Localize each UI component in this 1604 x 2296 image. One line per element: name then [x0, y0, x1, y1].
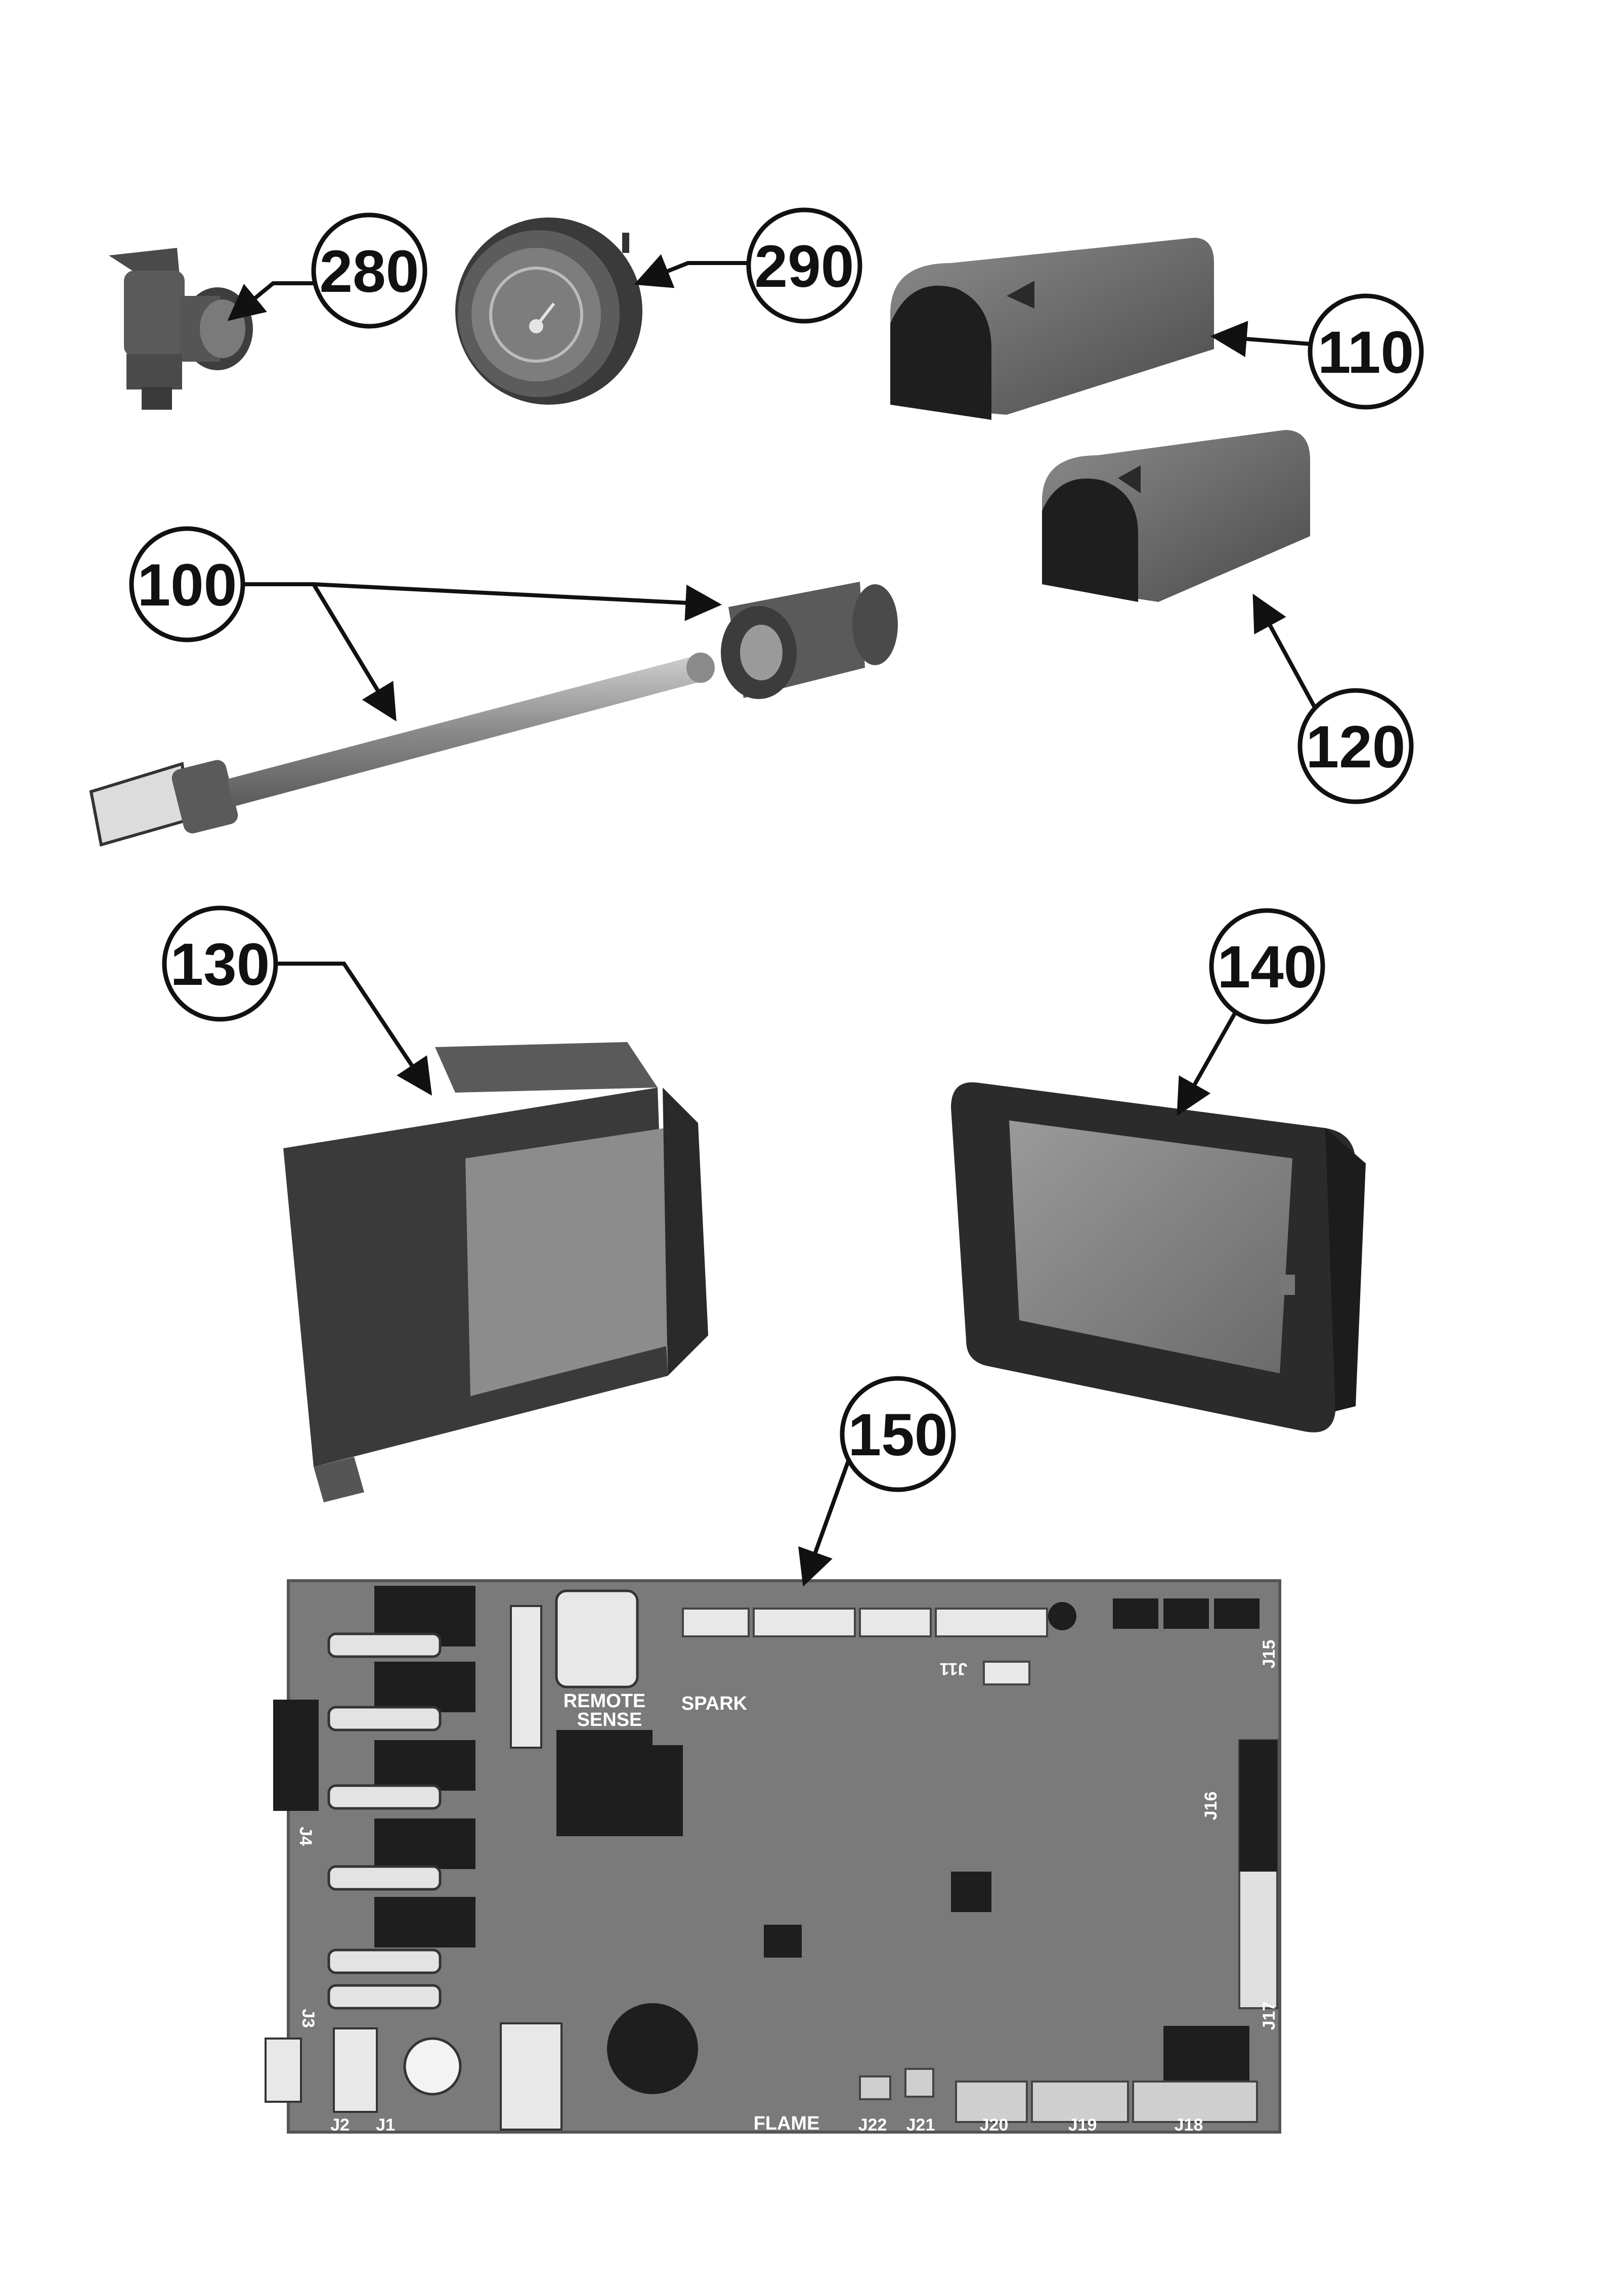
callout-290: 290 — [746, 207, 862, 324]
callout-280: 280 — [311, 212, 427, 329]
touchscreen-part — [951, 1082, 1366, 1433]
control-board-part: REMOTE SENSE SPARK FLAME J1 J2 J3 J4 J11… — [265, 1579, 1281, 2135]
pcb-label-j3: J3 — [298, 2009, 318, 2028]
leader-110 — [1210, 321, 1311, 357]
pcb-label-spark: SPARK — [681, 1693, 748, 1714]
leader-130 — [276, 962, 432, 1096]
callout-150: 150 — [840, 1376, 956, 1492]
pcb-label-j11: J11 — [940, 1659, 968, 1678]
element-bushing-part — [721, 582, 898, 699]
pcb-label-sense: SENSE — [577, 1709, 642, 1730]
pcb-label-j21: J21 — [906, 2115, 935, 2135]
transformer-part — [283, 1042, 708, 1502]
leader-150 — [798, 1456, 852, 1587]
pcb-label-j17: J17 — [1260, 2002, 1279, 2030]
pcb-label-remote: REMOTE — [563, 1691, 646, 1712]
callout-130: 130 — [162, 905, 278, 1022]
svg-text:100: 100 — [138, 552, 237, 619]
gauge-part — [455, 218, 642, 405]
leader-100b — [313, 582, 722, 621]
svg-text:280: 280 — [320, 238, 419, 305]
leader-120 — [1252, 593, 1317, 709]
leader-290 — [634, 254, 749, 288]
pcb-label-j20: J20 — [980, 2115, 1009, 2135]
pressure-relief-valve-part — [109, 248, 253, 410]
svg-text:140: 140 — [1218, 934, 1317, 1001]
callout-140: 140 — [1209, 908, 1325, 1024]
leader-lines — [227, 254, 1317, 1587]
callout-110: 110 — [1308, 293, 1424, 410]
pcb-label-j4: J4 — [296, 1827, 315, 1846]
pcb-label-j19: J19 — [1068, 2115, 1097, 2135]
pcb-label-j16: J16 — [1201, 1792, 1221, 1821]
svg-text:120: 120 — [1306, 714, 1406, 781]
svg-text:110: 110 — [1318, 319, 1414, 386]
pcb-label-j22: J22 — [858, 2115, 887, 2135]
leader-140 — [1177, 995, 1246, 1116]
pcb-label-j1: J1 — [376, 2115, 395, 2135]
pcb-label-flame: FLAME — [754, 2113, 820, 2134]
pcb-label-j18: J18 — [1175, 2115, 1203, 2135]
svg-text:290: 290 — [755, 233, 854, 300]
sensor-cover-upper-part — [890, 238, 1214, 420]
leader-100a — [238, 582, 397, 722]
svg-text:150: 150 — [848, 1402, 948, 1468]
svg-text:130: 130 — [170, 931, 270, 998]
pcb-label-j2: J2 — [330, 2115, 350, 2135]
pcb-label-j15: J15 — [1260, 1640, 1279, 1669]
sensor-cover-lower-part — [1042, 430, 1310, 602]
heating-element-part — [89, 653, 715, 847]
leader-280 — [227, 281, 314, 321]
callout-100: 100 — [129, 526, 245, 642]
callout-120: 120 — [1297, 688, 1414, 804]
